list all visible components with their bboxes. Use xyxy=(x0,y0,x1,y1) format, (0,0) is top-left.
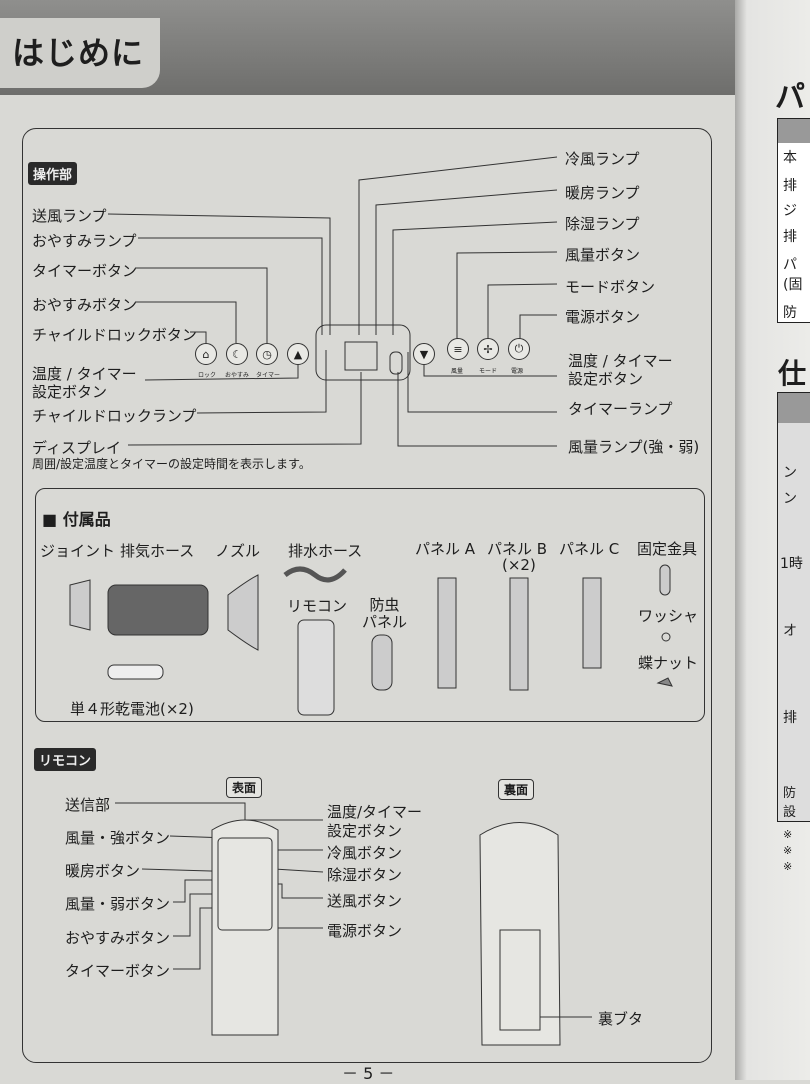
label-dehumidify-button: 除湿ボタン xyxy=(327,866,403,884)
item-joint: ジョイント xyxy=(40,542,116,560)
adjacent-cell: ン xyxy=(783,491,797,507)
adjacent-heading-2: 仕 xyxy=(778,357,807,390)
label-sleep-lamp: おやすみランプ xyxy=(32,232,137,250)
label-cool-button: 冷風ボタン xyxy=(327,844,403,862)
label-dehumidify-lamp: 除湿ランプ xyxy=(565,215,640,233)
item-panel-b: パネル B xyxy=(487,540,548,558)
caption-mode: モード xyxy=(479,368,498,375)
up-triangle-icon: ▲ xyxy=(287,343,309,365)
label-sleep-button: おやすみボタン xyxy=(32,296,138,314)
caption-sleep: おやすみ xyxy=(225,372,250,379)
control-panel-tag: 操作部 xyxy=(28,162,78,185)
label-timer-button: タイマーボタン xyxy=(32,262,138,280)
caption-timer: タイマー xyxy=(256,372,281,379)
adjacent-note: ※ xyxy=(783,828,793,841)
item-batteries: 単４形乾電池(×2) xyxy=(70,700,194,718)
caption-lock: ロック xyxy=(198,372,217,379)
adjacent-cell: 本 xyxy=(783,150,797,166)
accessories-title: ■ 付属品 xyxy=(42,510,111,529)
adjacent-page: パ 本 排 ジ 排 パ(固 防 仕 ン ン 1時 オ 排 防設 ※ ※ ※ xyxy=(735,0,810,1080)
label-transmitter: 送信部 xyxy=(65,796,111,814)
caption-fan-speed: 風量 xyxy=(451,368,464,375)
label-sleep-button-remote: おやすみボタン xyxy=(65,929,171,947)
adjacent-cell: 排 xyxy=(783,229,797,245)
label-timer-lamp: タイマーランプ xyxy=(568,400,673,418)
item-insect-panel: 防虫 パネル xyxy=(362,596,408,631)
label-fan-lamp: 送風ランプ xyxy=(32,207,107,225)
timer-icon: ◷ xyxy=(256,343,278,365)
adjacent-cell: 防設 xyxy=(783,786,797,820)
adjacent-cell: 防 xyxy=(783,305,797,321)
label-power-button: 電源ボタン xyxy=(565,308,641,326)
label-fan-speed-lamp: 風量ランプ(強・弱) xyxy=(568,438,700,456)
item-nozzle: ノズル xyxy=(215,542,261,560)
item-panel-b-qty: (×2) xyxy=(502,556,536,574)
adjacent-table-1 xyxy=(777,118,810,323)
title-tab xyxy=(0,18,160,88)
adjacent-cell: パ(固 xyxy=(783,257,803,293)
label-temp-timer-button-right: 温度 / タイマー 設定ボタン xyxy=(568,352,673,388)
item-bracket: 固定金具 xyxy=(637,540,698,558)
content-frame xyxy=(22,128,712,1063)
adjacent-note: ※ xyxy=(783,860,793,873)
front-tag: 表面 xyxy=(226,777,263,798)
label-fan-button: 送風ボタン xyxy=(327,892,403,910)
accessories-title-text: 付属品 xyxy=(62,510,111,529)
label-power-button-remote: 電源ボタン xyxy=(327,922,403,940)
adjacent-cell: ン xyxy=(783,465,797,481)
item-wing-nut: 蝶ナット xyxy=(638,654,699,672)
accessories-box xyxy=(35,488,705,722)
page-number: － 5 － xyxy=(342,1064,395,1083)
label-temp-timer-button-left: 温度 / タイマー 設定ボタン xyxy=(32,365,137,401)
adjacent-cell: 排 xyxy=(783,710,797,726)
adjacent-cell: 1時 xyxy=(780,556,803,572)
page-title: はじめに xyxy=(12,34,145,72)
label-cool-lamp: 冷風ランプ xyxy=(565,150,640,168)
label-temp-timer-remote: 温度/タイマー 設定ボタン xyxy=(327,803,423,840)
label-back-cover: 裏ブタ xyxy=(598,1010,644,1028)
remote-tag: リモコン xyxy=(34,748,97,771)
label-display: ディスプレイ xyxy=(32,439,121,457)
item-drain-hose: 排水ホース xyxy=(288,542,363,560)
label-fan-high-button: 風量・強ボタン xyxy=(65,829,171,847)
item-exhaust-hose: 排気ホース xyxy=(120,542,195,560)
item-panel-a: パネル A xyxy=(415,540,476,558)
label-fan-low-button: 風量・弱ボタン xyxy=(65,895,171,913)
display-note: 周囲/設定温度とタイマーの設定時間を表示します。 xyxy=(32,457,311,471)
item-remote: リモコン xyxy=(287,597,348,615)
down-triangle-icon: ▼ xyxy=(413,343,435,365)
fan-icon: ✢ xyxy=(477,338,499,360)
power-icon: ⏻ xyxy=(508,338,530,360)
adjacent-cell: オ xyxy=(783,623,797,639)
moon-icon: ☾ xyxy=(226,343,248,365)
adjacent-cell: 排 xyxy=(783,178,797,194)
adjacent-heading-1: パ xyxy=(775,80,805,115)
adjacent-cell: ジ xyxy=(783,203,797,219)
label-timer-button-remote: タイマーボタン xyxy=(65,962,171,980)
lock-icon: ⌂ xyxy=(195,343,217,365)
caption-power: 電源 xyxy=(511,368,524,375)
item-washer: ワッシャ xyxy=(638,607,699,625)
back-tag: 裏面 xyxy=(498,779,535,800)
fan-speed-icon: ≡ xyxy=(447,338,469,360)
label-fan-speed-button: 風量ボタン xyxy=(565,246,641,264)
item-panel-c: パネル C xyxy=(559,540,620,558)
label-mode-button: モードボタン xyxy=(565,278,656,296)
label-child-lock-button: チャイルドロックボタン xyxy=(32,326,197,344)
label-child-lock-lamp: チャイルドロックランプ xyxy=(32,407,197,425)
adjacent-note: ※ xyxy=(783,844,793,857)
label-heat-button: 暖房ボタン xyxy=(65,862,141,880)
adjacent-table-2 xyxy=(777,392,810,822)
label-heat-lamp: 暖房ランプ xyxy=(565,184,640,202)
